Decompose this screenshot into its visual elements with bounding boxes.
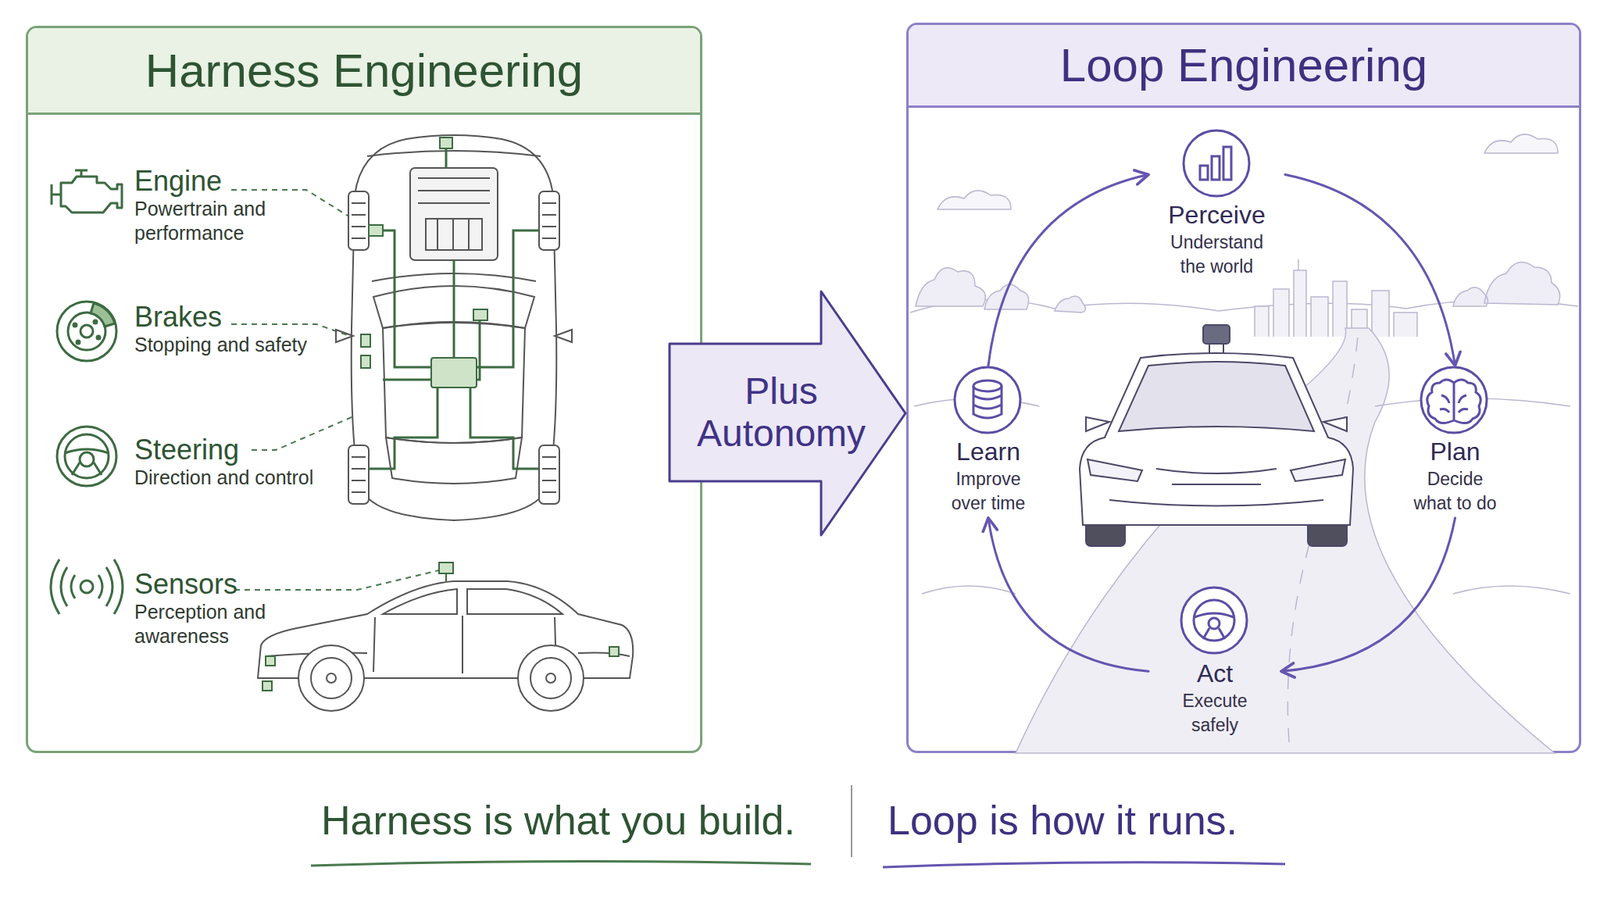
component-item: BrakesStopping and safety: [134, 301, 315, 388]
caption-text: Loop is how it runs.: [887, 796, 1238, 844]
loop-panel: Loop EngineeringPerceiveUnderstand the w…: [906, 22, 1582, 754]
panel-header: Harness Engineering: [28, 28, 700, 115]
component-title: Sensors: [134, 568, 322, 600]
arrow-label: Plus Autonomy: [687, 370, 875, 455]
arrow-text-box: Plus Autonomy: [687, 343, 875, 482]
loop-step: PerceiveUnderstand the world: [1148, 128, 1286, 282]
panel-header: Loop Engineering: [908, 25, 1579, 108]
step-title: Learn: [956, 435, 1021, 468]
step-description: Improve over time: [942, 467, 1035, 516]
loop-step: ActExecute safely: [1148, 587, 1282, 740]
step-description: Execute safely: [1167, 689, 1262, 738]
component-item: EnginePowertrain and performance: [134, 165, 315, 252]
step-description: Understand the world: [1158, 230, 1276, 279]
component-title: Brakes: [134, 301, 315, 333]
block-arrow: Plus Autonomy: [667, 289, 908, 538]
caption-underline: [882, 862, 1286, 868]
component-item: SteeringDirection and control: [134, 434, 315, 521]
component-title: Engine: [134, 165, 315, 197]
step-description: Decide what to do: [1409, 467, 1502, 516]
component-description: Powertrain and performance: [134, 196, 315, 246]
loop-step: LearnImprove over time: [921, 365, 1055, 518]
caption-text: Harness is what you build.: [321, 796, 796, 844]
step-title: Plan: [1429, 435, 1480, 468]
component-description: Stopping and safety: [134, 332, 315, 358]
arrow-outline: [669, 291, 906, 536]
component-item: SensorsPerception and awareness: [134, 568, 322, 655]
loop-step: PlanDecide what to do: [1390, 365, 1520, 518]
harness-panel: Harness EngineeringEnginePowertrain and …: [25, 25, 703, 754]
component-description: Perception and awareness: [134, 600, 322, 649]
panel-title: Loop Engineering: [1060, 38, 1428, 93]
divider-line: [850, 785, 853, 858]
component-title: Steering: [134, 434, 315, 466]
step-title: Perceive: [1167, 199, 1266, 231]
caption-underline: [310, 860, 811, 866]
component-description: Direction and control: [134, 465, 315, 490]
panel-title: Harness Engineering: [145, 43, 583, 98]
step-title: Act: [1196, 657, 1233, 690]
caption-underline: [310, 860, 1286, 868]
